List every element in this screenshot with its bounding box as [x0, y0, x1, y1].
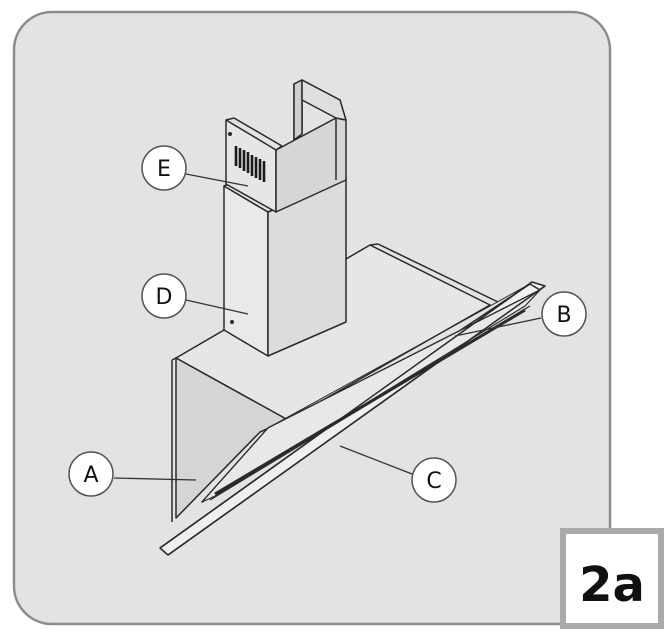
leader-d	[185, 299, 249, 315]
callout-b: B	[541, 291, 587, 337]
glass-panel	[159, 281, 546, 556]
callout-b-label: B	[556, 303, 571, 328]
leader-c	[339, 445, 413, 475]
vent-grille-icon	[234, 146, 266, 182]
callout-c: C	[411, 457, 457, 503]
callout-e-label: E	[157, 157, 171, 182]
callout-a: A	[68, 451, 114, 497]
callout-e: E	[141, 145, 187, 191]
leader-lines	[113, 173, 542, 481]
leader-a	[113, 477, 197, 481]
leader-b	[454, 317, 542, 337]
leader-e	[185, 173, 249, 187]
callout-d: D	[141, 273, 187, 319]
callout-d-label: D	[156, 285, 173, 310]
callout-c-label: C	[426, 469, 441, 494]
figure-label: 2a	[579, 557, 645, 613]
figure-label-box: 2a	[560, 528, 664, 629]
callout-a-label: A	[83, 463, 98, 488]
upper-chimney	[225, 79, 347, 213]
